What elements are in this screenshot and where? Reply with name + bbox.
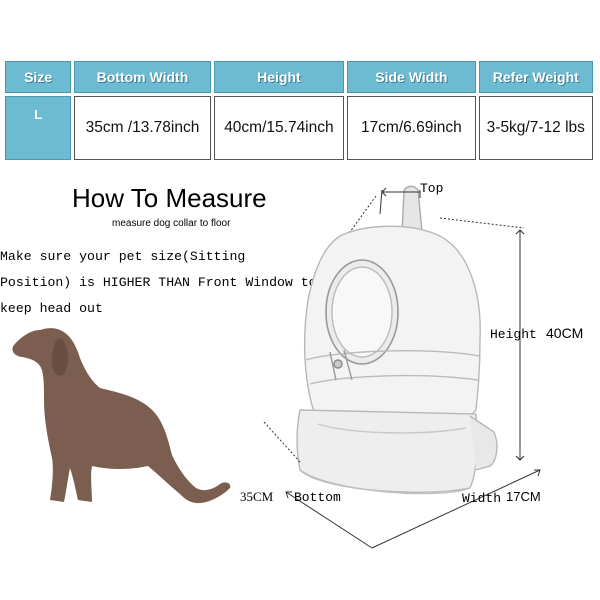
measure-subtitle: measure dog collar to floor (112, 218, 231, 229)
height-value: 40CM (546, 325, 584, 341)
backpack-illustration (296, 185, 498, 495)
bottom-value: 35CM (240, 489, 274, 504)
height-label: Height (490, 327, 537, 342)
measure-title: How To Measure (72, 183, 267, 213)
measure-note: Make sure your pet size(Sitting Position… (0, 249, 317, 316)
header-bottom-width: Bottom Width (74, 61, 211, 93)
dimension-lines (263, 187, 541, 549)
cell-bottom-width: 35cm /13.78inch (74, 96, 211, 160)
cell-size: L (5, 96, 72, 160)
header-size: Size (5, 61, 72, 93)
header-side-width: Side Width (347, 61, 476, 93)
header-height: Height (213, 61, 345, 93)
top-label: Top (420, 181, 444, 196)
width-value: 17CM (506, 489, 541, 504)
dog-silhouette-icon (12, 328, 231, 504)
cell-height: 40cm/15.74inch (213, 96, 345, 160)
size-table-row: L 35cm /13.78inch 40cm/15.74inch 17cm/6.… (5, 96, 593, 160)
header-refer-weight: Refer Weight (478, 61, 593, 93)
bottom-label: Bottom (294, 490, 341, 505)
size-table-header-row: Size Bottom Width Height Side Width Refe… (5, 61, 593, 93)
cell-refer-weight: 3-5kg/7-12 lbs (478, 96, 593, 160)
size-table: Size Bottom Width Height Side Width Refe… (2, 58, 596, 163)
width-label: Width (462, 491, 502, 506)
cell-side-width: 17cm/6.69inch (347, 96, 476, 160)
